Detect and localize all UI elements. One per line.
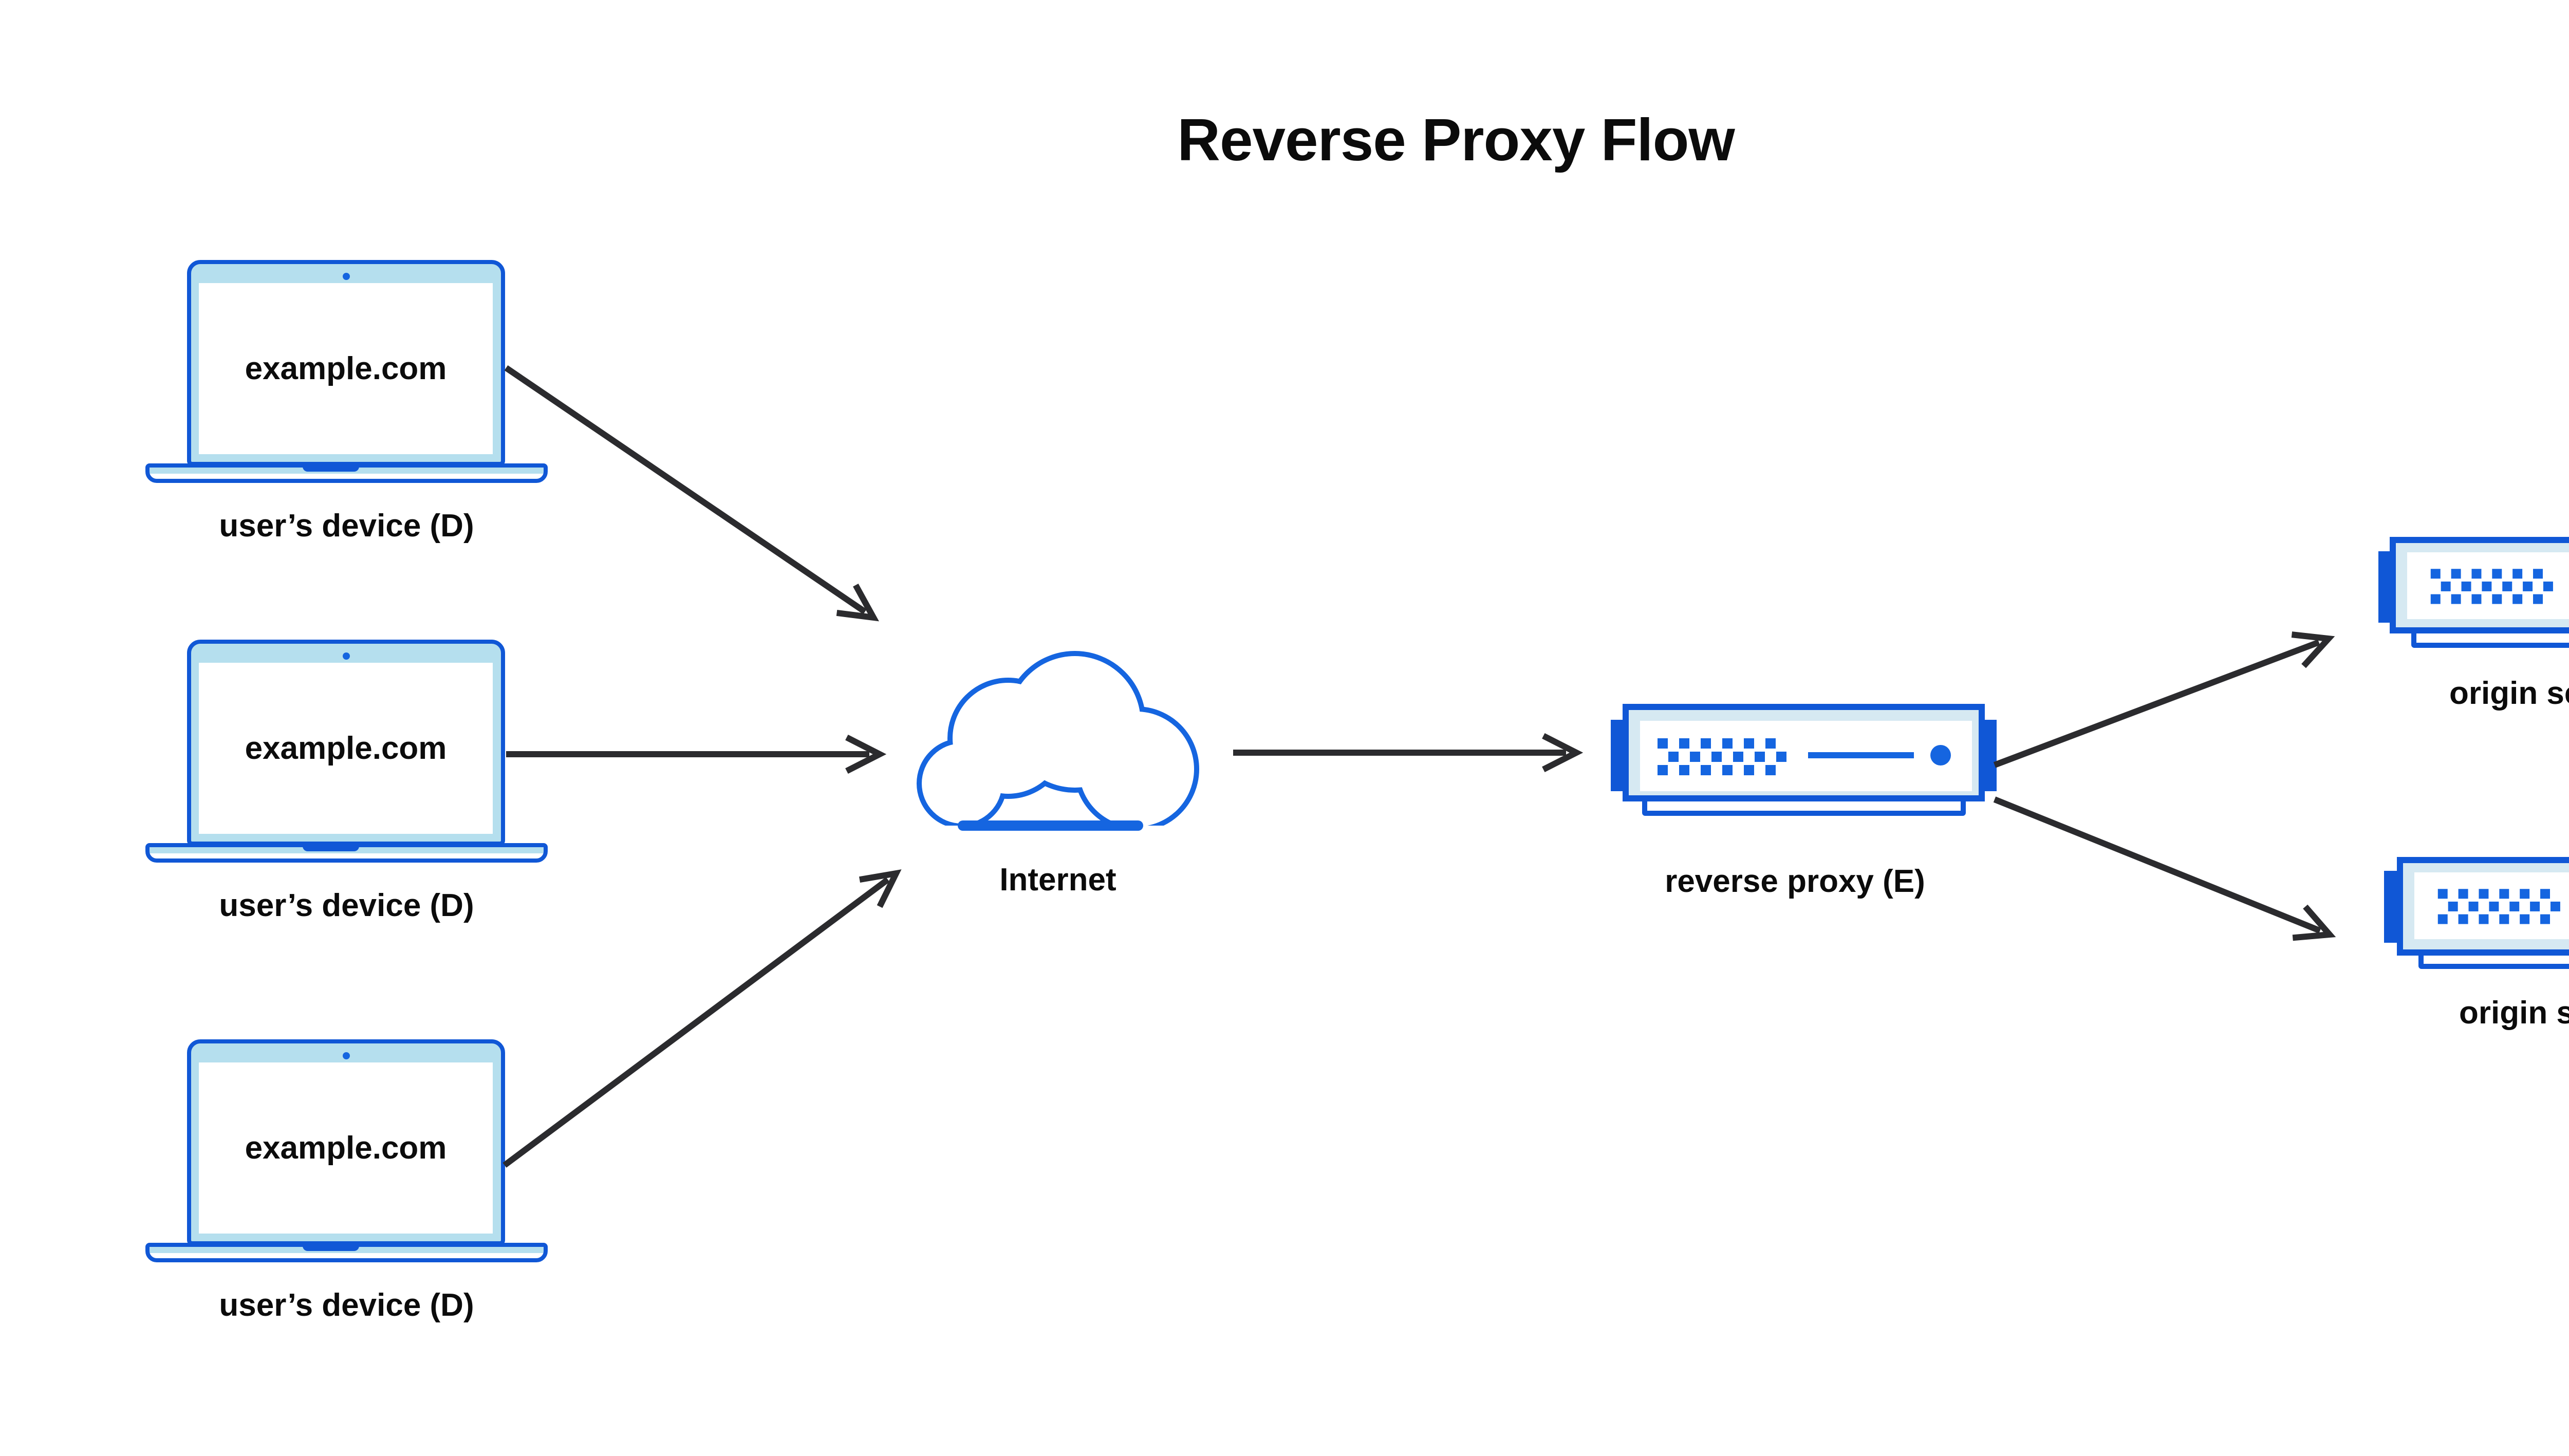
server-faceplate-icon	[2414, 872, 2569, 939]
reverse-proxy-label: reverse proxy (E)	[1665, 864, 1925, 899]
origin-server-label: origin server (F)	[2449, 676, 2569, 711]
origin-server-label: origin server (F)	[2459, 995, 2569, 1031]
origin-server-node: origin server (F)	[2378, 537, 2569, 753]
arrow-internet-to-reverse-proxy	[1233, 733, 1584, 773]
laptop-notch-icon	[303, 463, 359, 472]
user-device-label: user’s device (D)	[219, 508, 474, 544]
user-device-node: example.com user’s device (D)	[145, 1039, 548, 1348]
laptop-screen-content: example.com	[199, 1062, 493, 1234]
reverse-proxy-node: reverse proxy (E)	[1611, 704, 1997, 920]
arrow-user-device-3-to-internet	[502, 869, 902, 1168]
laptop-camera-dot-icon	[342, 273, 350, 280]
laptop-screen-icon: example.com	[187, 1039, 505, 1245]
arrow-user-device-1-to-internet	[504, 365, 879, 622]
laptop-screen-icon: example.com	[187, 640, 505, 846]
laptop-notch-icon	[303, 843, 359, 851]
user-device-node: example.com user’s device (D)	[145, 640, 548, 948]
server-right-tab-icon	[1983, 720, 1997, 791]
laptop-camera-dot-icon	[342, 1052, 350, 1059]
origin-server-node: origin server (F)	[2384, 857, 2569, 1073]
laptop-notch-icon	[303, 1243, 359, 1251]
device-screen-text: example.com	[245, 731, 447, 766]
device-screen-text: example.com	[245, 1130, 447, 1166]
device-screen-text: example.com	[245, 351, 447, 386]
laptop-screen-icon: example.com	[187, 260, 505, 466]
arrow-reverse-proxy-to-origin-server-1	[1993, 631, 2335, 768]
server-left-tab-icon	[2384, 871, 2397, 943]
server-left-tab-icon	[1611, 720, 1624, 791]
internet-label: Internet	[999, 862, 1116, 898]
internet-cloud-icon	[904, 651, 1212, 849]
server-faceplate-icon	[2407, 552, 2569, 619]
laptop-camera-dot-icon	[342, 652, 350, 660]
server-left-tab-icon	[2378, 551, 2392, 623]
arrow-reverse-proxy-to-origin-server-2	[1993, 796, 2336, 941]
server-faceplate-icon	[1640, 721, 1972, 791]
laptop-screen-content: example.com	[199, 283, 493, 454]
laptop-screen-content: example.com	[199, 663, 493, 834]
user-device-label: user’s device (D)	[219, 888, 474, 923]
user-device-node: example.com user’s device (D)	[145, 260, 548, 568]
arrow-user-device-2-to-internet	[506, 734, 887, 774]
diagram-title: Reverse Proxy Flow	[1177, 106, 1735, 173]
user-device-label: user’s device (D)	[219, 1287, 474, 1323]
